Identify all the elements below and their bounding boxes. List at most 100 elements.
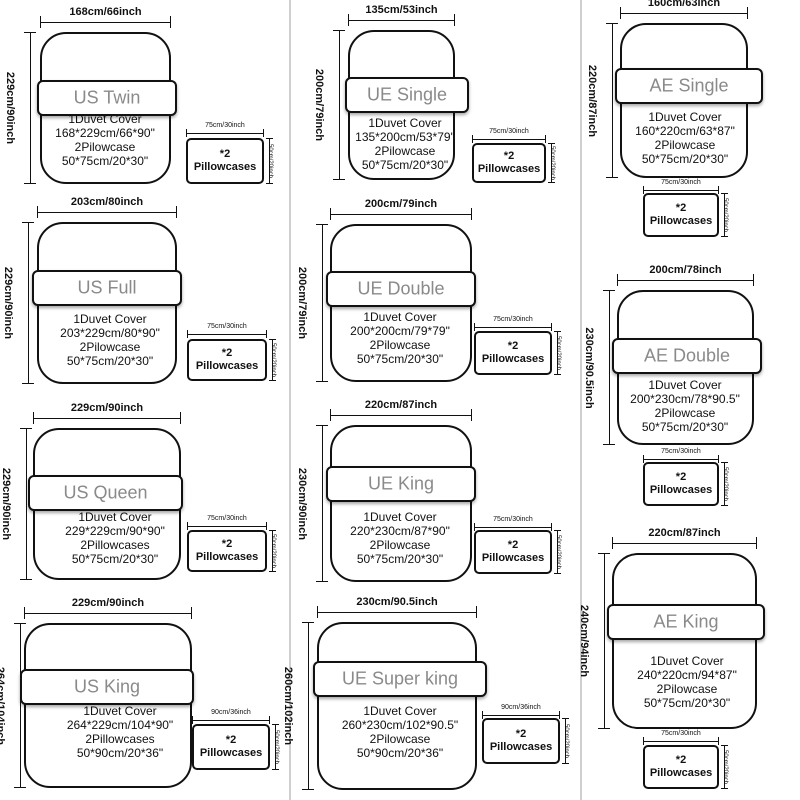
size-name-band: US Twin bbox=[37, 80, 177, 116]
pillow-width-label: 75cm/30inch bbox=[205, 122, 245, 129]
dimension-tick bbox=[721, 462, 728, 463]
size-name: UE Double bbox=[357, 278, 445, 299]
duvet-outline bbox=[330, 425, 472, 582]
dimension-tick bbox=[603, 290, 615, 291]
dimension-tick bbox=[170, 16, 171, 28]
height-dimension: 220cm/87inch bbox=[586, 23, 618, 178]
spec-line: 240*220cm/94*87" bbox=[637, 668, 737, 682]
dimension-tick bbox=[718, 737, 719, 745]
dimension-tick bbox=[474, 323, 475, 331]
dimension-line bbox=[612, 23, 613, 178]
spec-line: 50*75cm/20*30" bbox=[643, 696, 731, 710]
size-name-band: US Queen bbox=[28, 475, 183, 511]
pillow-width-dimension: 75cm/30inch bbox=[472, 128, 546, 143]
spec-line: 50*75cm/20*30" bbox=[356, 552, 444, 566]
width-dimension: 200cm/79inch bbox=[330, 198, 472, 220]
spec-line: 168*229cm/66*90" bbox=[55, 126, 155, 140]
pillow-width-label: 75cm/30inch bbox=[489, 128, 529, 135]
pillow-width-label: 75cm/30inch bbox=[207, 323, 247, 330]
dimension-tick bbox=[471, 409, 472, 421]
dimension-line bbox=[551, 143, 552, 183]
dimension-line bbox=[643, 459, 719, 460]
spec-line: 1Duvet Cover bbox=[648, 378, 722, 392]
height-label: 229cm/90inch bbox=[0, 467, 12, 541]
pillow-width-label: 75cm/30inch bbox=[207, 515, 247, 522]
width-dimension: 220cm/87inch bbox=[612, 527, 757, 549]
dimension-tick bbox=[554, 530, 561, 531]
spec-line: 200*230cm/78*90.5" bbox=[630, 392, 740, 406]
pillow-height-dimension: 50cm/20inch bbox=[562, 718, 572, 764]
dimension-tick bbox=[266, 183, 273, 184]
pillow-width-label: 75cm/30inch bbox=[661, 448, 701, 455]
dimension-line bbox=[348, 20, 455, 21]
dimension-tick bbox=[747, 7, 748, 19]
spec-line: 1Duvet Cover bbox=[650, 654, 724, 668]
dimension-line bbox=[322, 224, 323, 382]
dimension-line bbox=[317, 612, 477, 613]
height-dimension: 200cm/79inch bbox=[296, 224, 328, 382]
size-name: AE King bbox=[653, 611, 719, 632]
dimension-tick bbox=[721, 745, 728, 746]
dimension-tick bbox=[186, 129, 187, 137]
dimension-tick bbox=[269, 380, 276, 381]
width-label: 168cm/66inch bbox=[69, 6, 142, 18]
dimension-tick bbox=[620, 7, 621, 19]
pillow-width-dimension: 75cm/30inch bbox=[186, 122, 264, 137]
spec-line: 50*75cm/20*30" bbox=[361, 158, 449, 172]
dimension-line bbox=[40, 22, 171, 23]
spec-line: 135*200cm/53*79" bbox=[355, 130, 455, 144]
dimension-tick bbox=[643, 455, 644, 463]
spec-line: 220*230cm/87*90" bbox=[350, 524, 450, 538]
dimension-line bbox=[565, 718, 566, 764]
dimension-tick bbox=[317, 606, 318, 618]
width-dimension: 168cm/66inch bbox=[40, 6, 171, 28]
width-label: 229cm/90inch bbox=[71, 597, 145, 609]
pillowcase-label: Pillowcases bbox=[195, 360, 259, 372]
height-label: 264cm/104inch bbox=[0, 666, 6, 745]
spec-line: 2Pilowcase bbox=[369, 538, 431, 552]
pillow-width-dimension: 90cm/36inch bbox=[482, 704, 560, 719]
height-label: 230cm/90inch bbox=[296, 467, 308, 540]
spec-line: 2Pilowcase bbox=[74, 140, 136, 154]
dimension-tick bbox=[14, 623, 26, 624]
pillow-height-dimension: 50cm/20inch bbox=[269, 530, 279, 572]
pillow-height-label: 50cm/20inch bbox=[722, 466, 728, 502]
height-label: 220cm/87inch bbox=[586, 64, 598, 137]
dimension-line bbox=[612, 543, 757, 544]
dimension-tick bbox=[559, 711, 560, 719]
dimension-tick bbox=[266, 138, 273, 139]
duvet-outline bbox=[612, 553, 757, 729]
size-name-band: AE King bbox=[607, 604, 765, 640]
spec-line: 264*229cm/104*90" bbox=[66, 718, 174, 732]
width-dimension: 135cm/53inch bbox=[348, 4, 455, 26]
dimension-line bbox=[272, 339, 273, 381]
dimension-line bbox=[308, 622, 309, 790]
height-label: 260cm/102inch bbox=[282, 666, 294, 746]
pillow-width-dimension: 90cm/36inch bbox=[192, 709, 270, 724]
spec-line: 2Pillowcases bbox=[85, 732, 155, 746]
pillow-width-label: 75cm/30inch bbox=[661, 179, 701, 186]
pillowcase-count: *2 bbox=[503, 150, 515, 162]
dimension-tick bbox=[551, 523, 552, 531]
height-label: 229cm/90inch bbox=[4, 71, 16, 145]
spec-line: 50*75cm/20*30" bbox=[641, 420, 729, 434]
dimension-tick bbox=[606, 177, 618, 178]
pillow-height-dimension: 50cm/20inch bbox=[266, 138, 276, 184]
pillow-height-dimension: 50cm/20inch bbox=[554, 530, 564, 574]
height-dimension: 200cm/79inch bbox=[313, 30, 345, 180]
width-dimension: 229cm/90inch bbox=[33, 402, 181, 424]
width-label: 203cm/80inch bbox=[70, 196, 144, 208]
dimension-line bbox=[187, 334, 267, 335]
dimension-line bbox=[474, 327, 552, 328]
spec-line: 1Duvet Cover bbox=[363, 310, 437, 324]
